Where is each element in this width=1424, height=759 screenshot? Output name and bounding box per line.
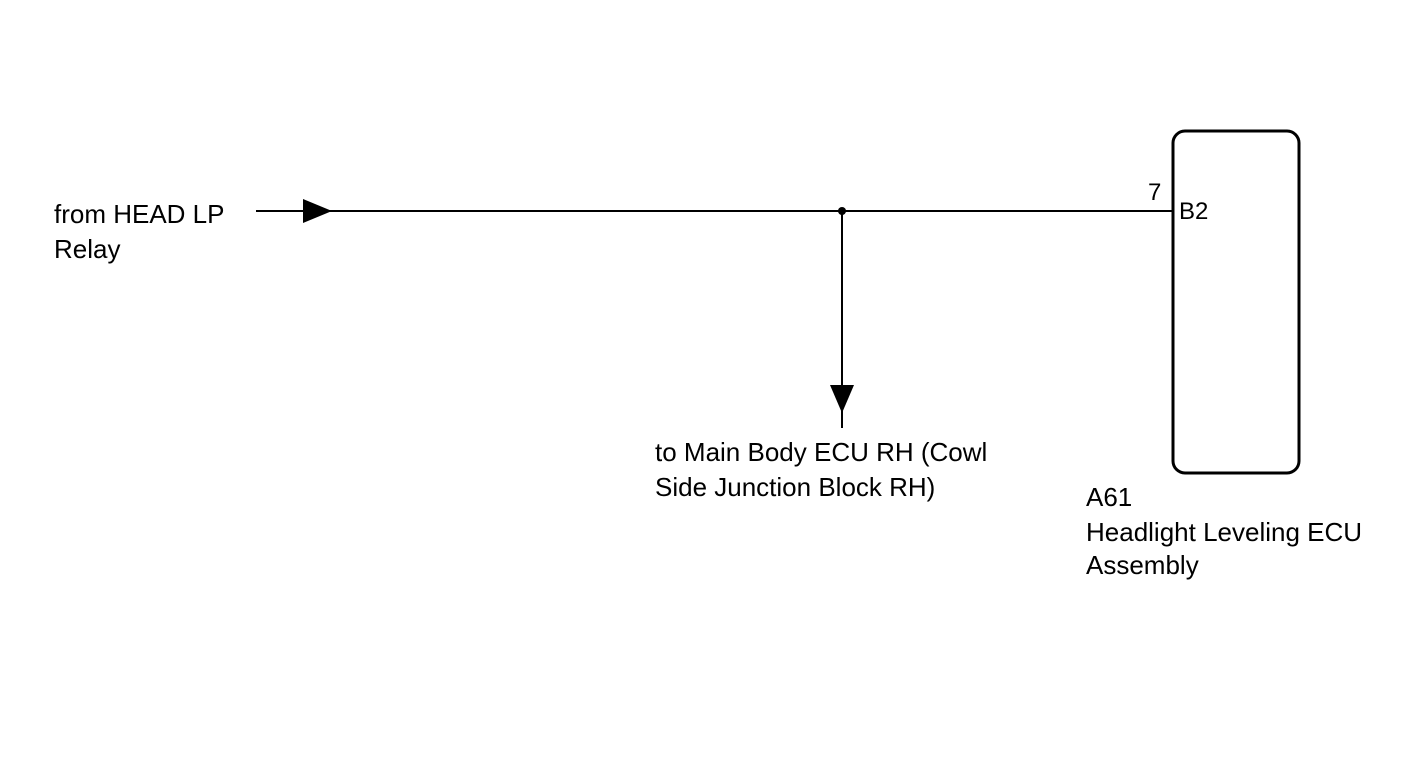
branch-label-line2: Side Junction Block RH) [655, 472, 935, 502]
ecu-label: A61 Headlight Leveling ECU Assembly [1086, 482, 1369, 580]
source-arrow-icon [303, 199, 332, 223]
branch-label-line1: to Main Body ECU RH (Cowl [655, 437, 987, 467]
ecu-name-line1: Headlight Leveling ECU [1086, 517, 1362, 547]
pin-number: 7 [1148, 179, 1161, 206]
connector-code: B2 [1179, 198, 1208, 225]
ecu-body [1171, 129, 1301, 475]
source-label: from HEAD LP Relay [54, 199, 231, 264]
branch-arrow-icon [830, 385, 854, 413]
source-label-line1: from HEAD LP [54, 199, 224, 229]
source-label-line2: Relay [54, 234, 120, 264]
branch-label: to Main Body ECU RH (Cowl Side Junction … [655, 437, 995, 502]
ecu-code: A61 [1086, 482, 1132, 512]
ecu-name-line2: Assembly [1086, 550, 1199, 580]
